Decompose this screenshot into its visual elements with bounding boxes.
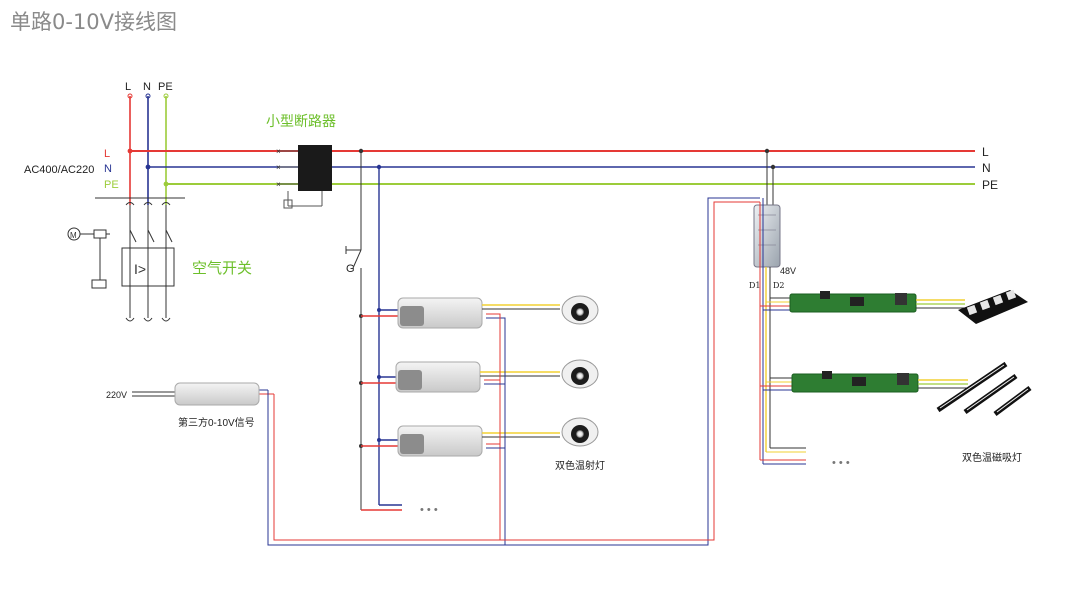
bus-label-pe: PE <box>982 178 998 192</box>
miniature-breaker: × × × <box>276 145 332 209</box>
row-label-l: L <box>104 148 110 160</box>
led-driver-3 <box>397 425 483 457</box>
breaker-label: 小型断路器 <box>266 113 336 129</box>
magnetic-output-wires <box>916 299 968 389</box>
led-driver-pcb-2 <box>791 371 919 393</box>
bus-label-n: N <box>982 161 991 175</box>
downlight-output-wires <box>480 304 560 438</box>
signal-source-device <box>174 382 260 406</box>
downlight-1 <box>561 295 599 325</box>
psu-terminal-d1: D1 <box>749 281 761 290</box>
row-label-pe: PE <box>104 179 119 191</box>
downlight-2 <box>561 359 599 389</box>
supply-label-l: L <box>125 81 131 93</box>
svg-text:×: × <box>276 163 281 172</box>
svg-text:×: × <box>276 147 281 156</box>
led-driver-1 <box>397 297 483 329</box>
ellipsis-magnetic: • • • <box>832 457 850 469</box>
svg-text:I>: I> <box>134 261 146 277</box>
downlight-3 <box>561 417 599 447</box>
psu-output-wires <box>759 198 806 465</box>
downlight-caption: 双色温射灯 <box>555 459 605 472</box>
signal-source-caption: 第三方0-10V信号 <box>178 416 255 429</box>
psu-terminal-d2: D2 <box>773 281 785 290</box>
signal-voltage-label: 220V <box>106 390 127 400</box>
driver-feed-lines <box>359 167 402 511</box>
ellipsis-drivers: • • • <box>420 504 438 516</box>
main-buses <box>127 148 975 187</box>
bus-label-l: L <box>982 145 989 159</box>
supply-drops <box>127 93 169 205</box>
psu-48v <box>753 204 781 268</box>
magnetic-linear-light <box>936 361 1032 417</box>
supply-label-pe: PE <box>158 81 173 93</box>
magnetic-caption: 双色温磁吸灯 <box>962 451 1022 464</box>
psu-output-label: 48V <box>780 266 796 276</box>
page-title: 单路0-10V接线图 <box>10 10 178 34</box>
supply-label-n: N <box>143 81 151 93</box>
air-switch: I> M <box>67 197 185 322</box>
signal-source-wires <box>132 197 760 546</box>
led-driver-pcb-1 <box>789 291 917 313</box>
voltage-label: AC400/AC220 <box>24 164 94 176</box>
led-driver-2 <box>395 361 481 393</box>
air-switch-label: 空气开关 <box>192 260 252 277</box>
psu-feed-lines <box>764 148 776 205</box>
switch-label: G <box>346 263 355 275</box>
svg-text:M: M <box>70 231 77 240</box>
magnetic-grille-light <box>958 289 1028 324</box>
svg-text:×: × <box>276 180 281 189</box>
row-label-n: N <box>104 163 112 175</box>
